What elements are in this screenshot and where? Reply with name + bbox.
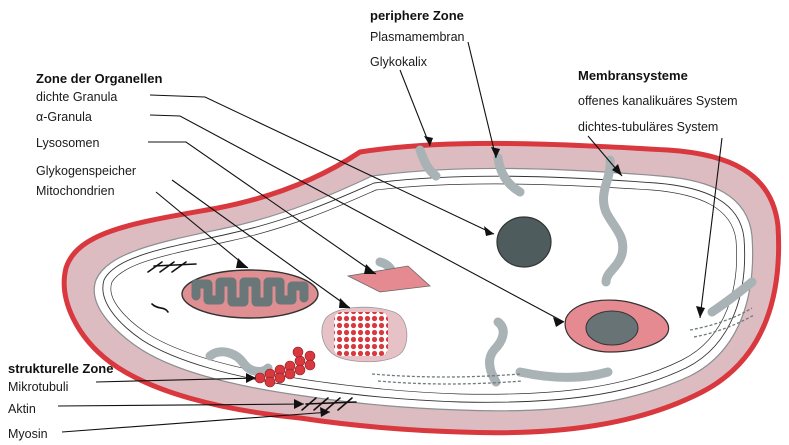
mitochondrion — [182, 270, 318, 318]
structural-zone-title: strukturelle Zone — [8, 361, 113, 376]
glycogen-store — [322, 307, 407, 362]
peripheral-zone-title: periphere Zone — [370, 8, 464, 23]
label-microtubules: Mikrotubuli — [8, 380, 68, 395]
label-alpha-granules: α-Granula — [36, 110, 92, 125]
dense-granule — [497, 217, 551, 267]
label-plasma-membrane: Plasmamembran — [370, 30, 464, 45]
label-glycogen-store: Glykogenspeicher — [36, 164, 136, 179]
label-open-canalicular-system: offenes kanalikuäres System — [578, 94, 738, 109]
membrane-systems-title: Membransysteme — [578, 68, 688, 83]
label-lysosomes: Lysosomen — [36, 136, 99, 151]
label-dense-granules: dichte Granula — [36, 90, 117, 105]
label-mitochondria: Mitochondrien — [36, 184, 115, 199]
label-actin: Aktin — [8, 402, 36, 417]
label-glycocalyx: Glykokalix — [370, 55, 427, 70]
label-dense-tubular-system: dichtes-tubuläres System — [578, 120, 718, 135]
label-myosin: Myosin — [8, 427, 48, 442]
alpha-granule-core — [586, 311, 638, 345]
organelle-zone-title: Zone der Organellen — [36, 71, 162, 86]
